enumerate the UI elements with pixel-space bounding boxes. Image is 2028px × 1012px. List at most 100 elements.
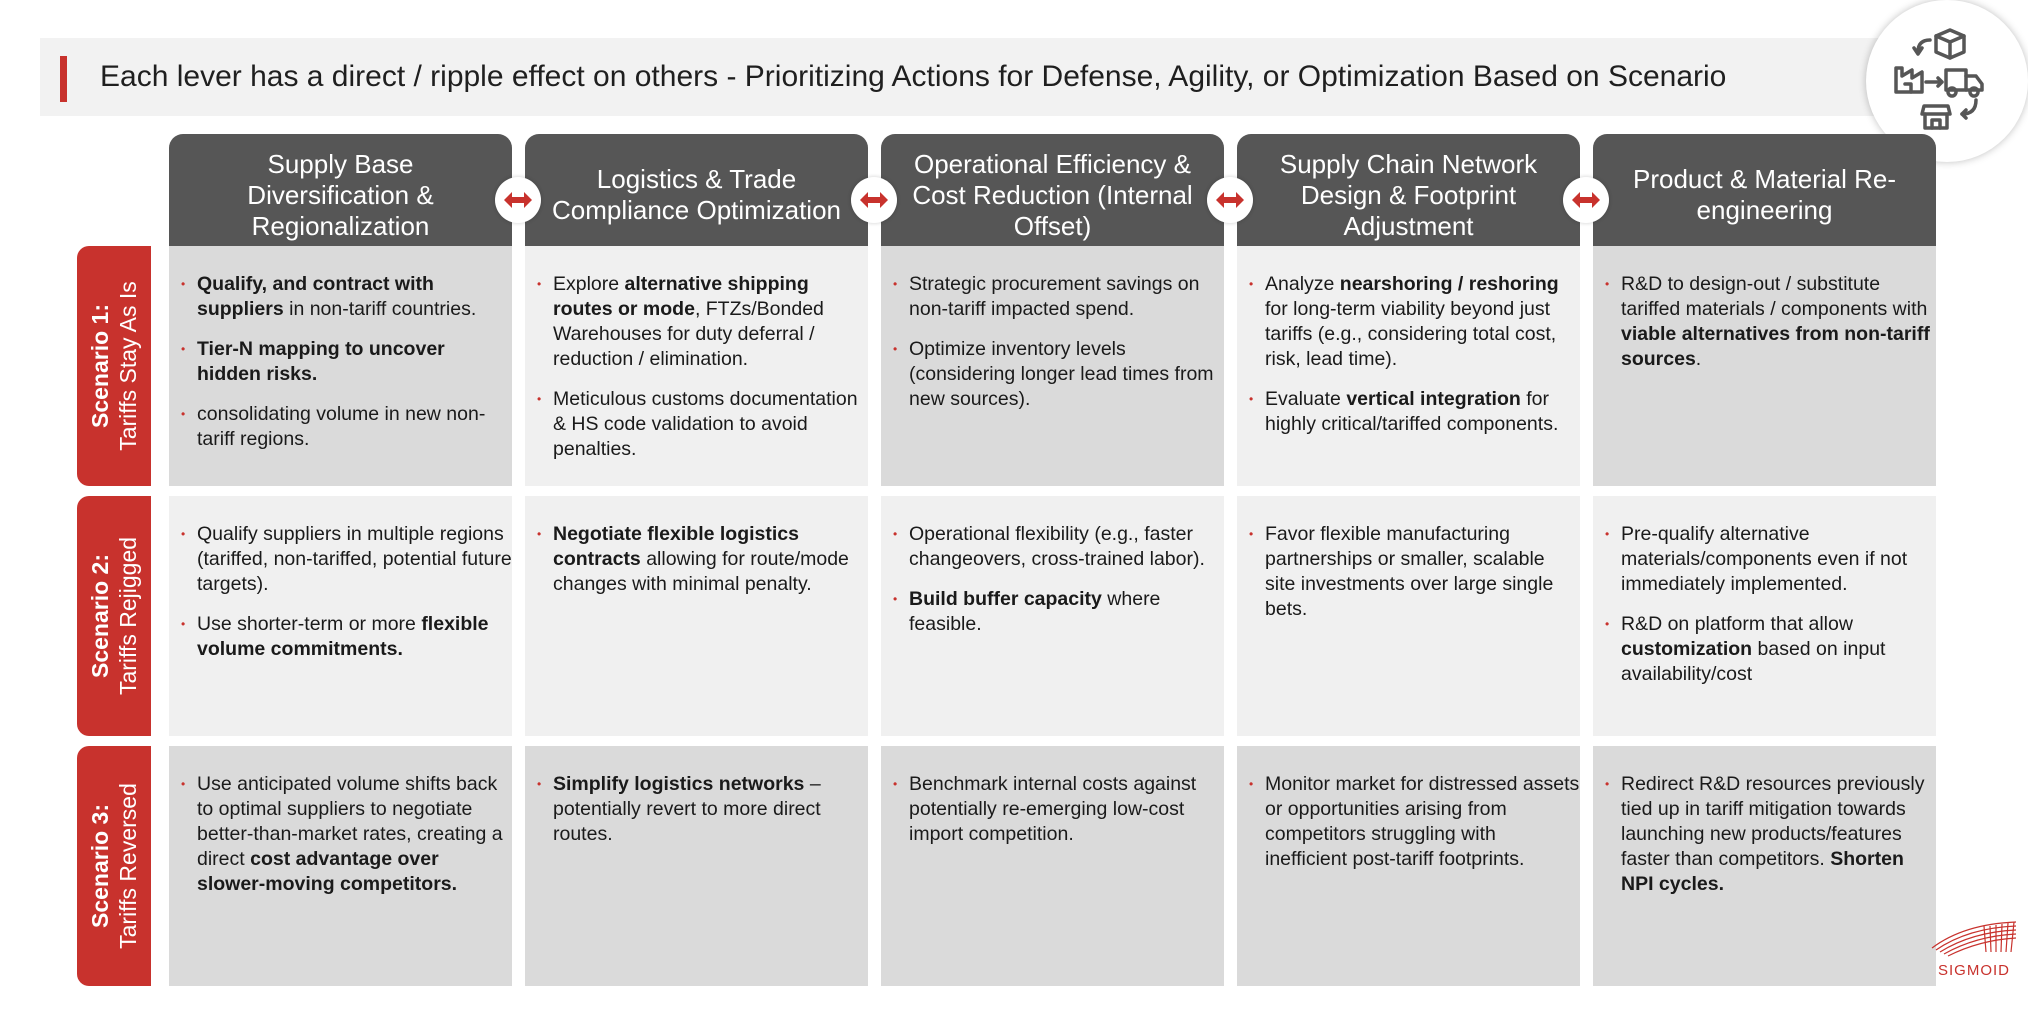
bullet-item: Use anticipated volume shifts back to op… bbox=[181, 772, 512, 897]
bullet-item: Optimize inventory levels (considering l… bbox=[893, 337, 1224, 412]
row-label-line2: Tariffs Reversed bbox=[115, 783, 141, 949]
cell-r2c3: Operational flexibility (e.g., faster ch… bbox=[881, 496, 1224, 736]
bullet-list: Qualify suppliers in multiple regions (t… bbox=[181, 522, 512, 662]
column-header-network-design: Supply Chain Network Design & Footprint … bbox=[1237, 134, 1580, 246]
bullet-text: Favor flexible manufacturing partnership… bbox=[1265, 523, 1554, 620]
brand-name: SIGMOID bbox=[1937, 962, 2010, 979]
cell-r1c3: Strategic procurement savings on non-tar… bbox=[881, 246, 1224, 486]
bullet-text: Optimize inventory levels (considering l… bbox=[909, 338, 1214, 410]
bullet-text: Strategic procurement savings on non-tar… bbox=[909, 273, 1200, 320]
bullet-list: Simplify logistics networks – potentiall… bbox=[537, 772, 868, 847]
row-label-line2: Tariffs Rejigged bbox=[115, 536, 141, 696]
bullet-list: Operational flexibility (e.g., faster ch… bbox=[893, 522, 1224, 637]
bullet-list: Negotiate flexible logistics contracts a… bbox=[537, 522, 868, 597]
bullet-text: Benchmark internal costs against potenti… bbox=[909, 773, 1197, 845]
bullet-item: Meticulous customs documentation & HS co… bbox=[537, 387, 868, 462]
bullet-item: Explore alternative shipping routes or m… bbox=[537, 272, 868, 372]
double-arrow-icon bbox=[1207, 177, 1253, 223]
cell-r3c2: Simplify logistics networks – potentiall… bbox=[525, 746, 868, 986]
brand-logo: SIGMOID bbox=[1924, 918, 2024, 982]
bold-text: Tier-N mapping to uncover hidden risks. bbox=[197, 338, 445, 385]
cell-r2c4: Favor flexible manufacturing partnership… bbox=[1237, 496, 1580, 736]
brand-mark-icon bbox=[1931, 921, 2017, 957]
bullet-item: R&D on platform that allow customization… bbox=[1605, 612, 1936, 687]
bullet-text: R&D on platform that allow bbox=[1621, 613, 1853, 635]
bullet-item: R&D to design-out / substitute tariffed … bbox=[1605, 272, 1936, 372]
bold-text: viable alternatives from non-tariff sour… bbox=[1621, 323, 1930, 370]
title-accent-bar bbox=[60, 56, 67, 102]
row-label-line1: Scenario 2: bbox=[87, 554, 113, 679]
cell-r1c1: Qualify, and contract with suppliers in … bbox=[169, 246, 512, 486]
bullet-list: Pre-qualify alternative materials/compon… bbox=[1605, 522, 1936, 687]
bullet-item: Build buffer capacity where feasible. bbox=[893, 587, 1224, 637]
bullet-item: Strategic procurement savings on non-tar… bbox=[893, 272, 1224, 322]
bullet-item: Favor flexible manufacturing partnership… bbox=[1249, 522, 1580, 622]
double-arrow-icon bbox=[1563, 177, 1609, 223]
cell-r1c4: Analyze nearshoring / reshoring for long… bbox=[1237, 246, 1580, 486]
bullet-item: Qualify, and contract with suppliers in … bbox=[181, 272, 512, 322]
double-arrow-icon bbox=[851, 177, 897, 223]
cell-r3c1: Use anticipated volume shifts back to op… bbox=[169, 746, 512, 986]
bullet-text: Operational flexibility (e.g., faster ch… bbox=[909, 523, 1205, 570]
row-label-scenario-2: Scenario 2:Tariffs Rejigged bbox=[77, 496, 151, 736]
bold-text: Shorten NPI cycles. bbox=[1621, 848, 1904, 895]
column-header-supply-base: Supply Base Diversification & Regionaliz… bbox=[169, 134, 512, 246]
bullet-item: Redirect R&D resources previously tied u… bbox=[1605, 772, 1936, 897]
bold-text: customization bbox=[1621, 638, 1753, 660]
cell-r2c2: Negotiate flexible logistics contracts a… bbox=[525, 496, 868, 736]
bullet-list: Use anticipated volume shifts back to op… bbox=[181, 772, 512, 897]
bullet-text: Meticulous customs documentation & HS co… bbox=[553, 388, 858, 460]
bullet-item: Operational flexibility (e.g., faster ch… bbox=[893, 522, 1224, 572]
supply-chain-icon bbox=[1894, 28, 1984, 130]
bullet-text: Pre-qualify alternative materials/compon… bbox=[1621, 523, 1908, 595]
bullet-list: Favor flexible manufacturing partnership… bbox=[1249, 522, 1580, 622]
bullet-text: . bbox=[1695, 348, 1702, 370]
bold-text: Build buffer capacity bbox=[909, 588, 1102, 610]
bullet-item: consolidating volume in new non-tariff r… bbox=[181, 402, 512, 452]
cell-r2c1: Qualify suppliers in multiple regions (t… bbox=[169, 496, 512, 736]
bullet-item: Negotiate flexible logistics contracts a… bbox=[537, 522, 868, 597]
cell-r3c3: Benchmark internal costs against potenti… bbox=[881, 746, 1224, 986]
bullet-text: allowing for route/mode changes with min… bbox=[553, 548, 849, 595]
bullet-text: Evaluate bbox=[1265, 388, 1347, 410]
bullet-text: based on input availability/cost bbox=[1621, 638, 1886, 685]
bold-text: Qualify, and contract with suppliers bbox=[197, 273, 434, 320]
bullet-item: Qualify suppliers in multiple regions (t… bbox=[181, 522, 512, 597]
bullet-item: Pre-qualify alternative materials/compon… bbox=[1605, 522, 1936, 597]
bullet-list: Analyze nearshoring / reshoring for long… bbox=[1249, 272, 1580, 437]
bullet-text: , FTZs/Bonded Warehouses for duty deferr… bbox=[553, 298, 824, 370]
bullet-item: Use shorter-term or more flexible volume… bbox=[181, 612, 512, 662]
title-bar: Each lever has a direct / ripple effect … bbox=[40, 38, 1940, 116]
bullet-text: Monitor market for distressed assets or … bbox=[1265, 773, 1580, 870]
bullet-text: Explore bbox=[553, 273, 625, 295]
cell-r1c2: Explore alternative shipping routes or m… bbox=[525, 246, 868, 486]
bullet-list: Strategic procurement savings on non-tar… bbox=[893, 272, 1224, 412]
bold-text: Simplify logistics networks bbox=[553, 773, 805, 795]
bullet-text: Use shorter-term or more bbox=[197, 613, 422, 635]
bullet-list: Monitor market for distressed assets or … bbox=[1249, 772, 1580, 872]
bullet-list: Benchmark internal costs against potenti… bbox=[893, 772, 1224, 847]
page-title: Each lever has a direct / ripple effect … bbox=[100, 60, 1727, 93]
column-header-operational-efficiency: Operational Efficiency & Cost Reduction … bbox=[881, 134, 1224, 246]
bullet-text: – potentially revert to more direct rout… bbox=[553, 773, 821, 845]
cell-r2c5: Pre-qualify alternative materials/compon… bbox=[1593, 496, 1936, 736]
bullet-text: Use anticipated volume shifts back to op… bbox=[197, 773, 503, 870]
bullet-item: Evaluate vertical integration for highly… bbox=[1249, 387, 1580, 437]
bold-text: Negotiate flexible logistics contracts bbox=[553, 523, 799, 570]
row-label-line1: Scenario 3: bbox=[87, 804, 113, 929]
row-label-line1: Scenario 1: bbox=[87, 304, 113, 428]
bullet-item: Analyze nearshoring / reshoring for long… bbox=[1249, 272, 1580, 372]
bullet-text: Qualify suppliers in multiple regions (t… bbox=[197, 523, 512, 595]
bullet-text: Redirect R&D resources previously tied u… bbox=[1621, 773, 1925, 870]
bullet-text: Analyze bbox=[1265, 273, 1340, 295]
row-label-scenario-3: Scenario 3:Tariffs Reversed bbox=[77, 746, 151, 986]
bold-text: cost advantage over slower-moving compet… bbox=[197, 848, 458, 895]
cell-r1c5: R&D to design-out / substitute tariffed … bbox=[1593, 246, 1936, 486]
bold-text: nearshoring / reshoring bbox=[1339, 273, 1559, 295]
bullet-item: Tier-N mapping to uncover hidden risks. bbox=[181, 337, 512, 387]
bullet-text: in non-tariff countries. bbox=[283, 298, 477, 320]
bullet-list: R&D to design-out / substitute tariffed … bbox=[1605, 272, 1936, 372]
cell-r3c5: Redirect R&D resources previously tied u… bbox=[1593, 746, 1936, 986]
double-arrow-icon bbox=[495, 177, 541, 223]
bold-text: alternative shipping routes or mode bbox=[553, 273, 809, 320]
